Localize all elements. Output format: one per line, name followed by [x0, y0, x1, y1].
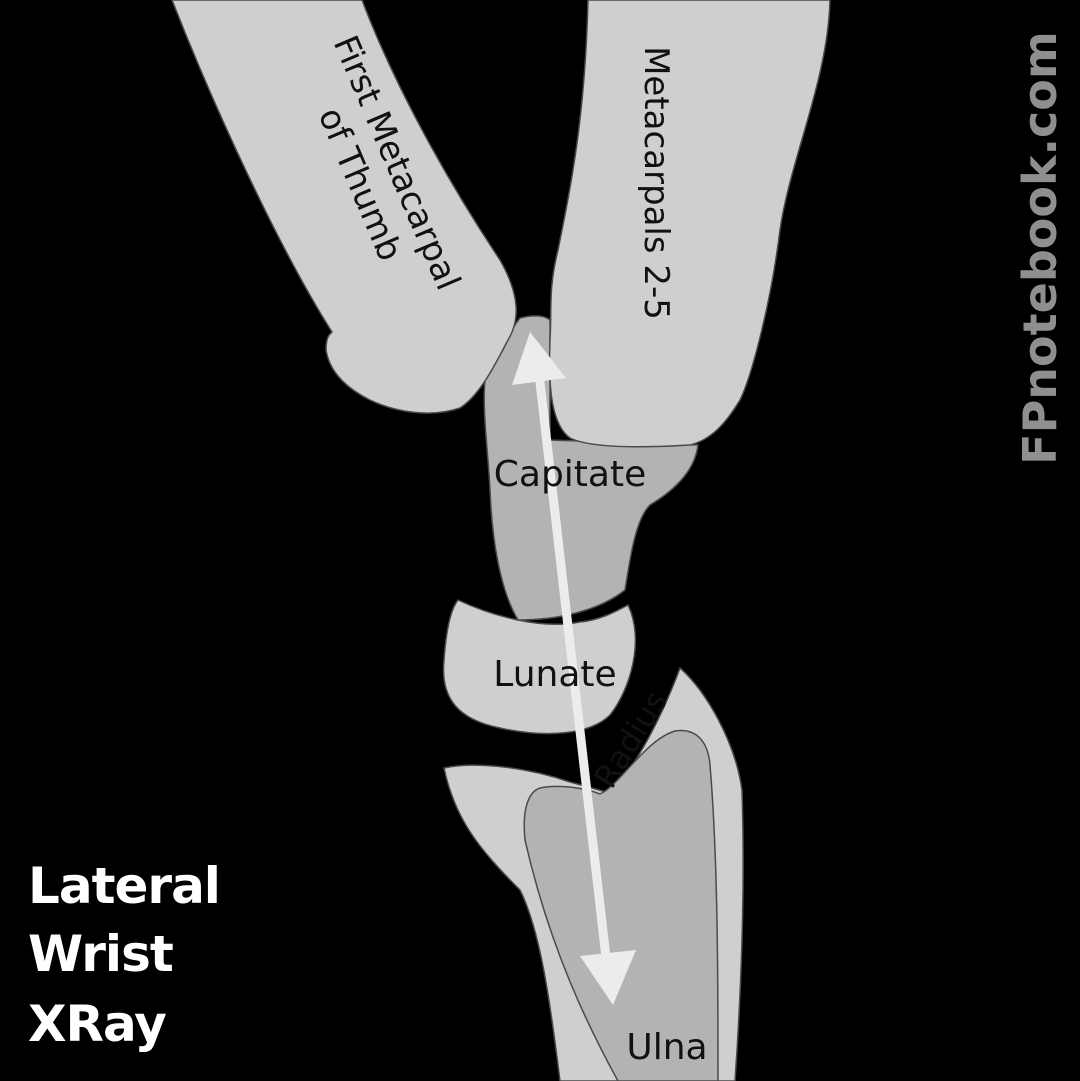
ulna-bone — [523, 729, 719, 1081]
axis-arrow-shaft — [533, 364, 613, 976]
title-line-2: Wrist — [28, 925, 174, 983]
metacarpals-bone — [548, 0, 831, 448]
watermark-text: FPnotebook.com — [1013, 31, 1067, 465]
title-line-1: Lateral — [28, 857, 221, 915]
axis-arrow-head-bottom — [580, 950, 636, 1005]
ulna-label: Ulna — [626, 1027, 707, 1068]
lunate-bone — [442, 599, 637, 735]
capitate-label: Capitate — [494, 454, 647, 495]
title-line-3: XRay — [28, 995, 167, 1053]
metacarpals-label: Metacarpals 2-5 — [636, 46, 676, 320]
first-metacarpal-bone — [171, 0, 517, 414]
axis-arrow-head-top — [512, 332, 566, 385]
lunate-label: Lunate — [493, 654, 616, 695]
